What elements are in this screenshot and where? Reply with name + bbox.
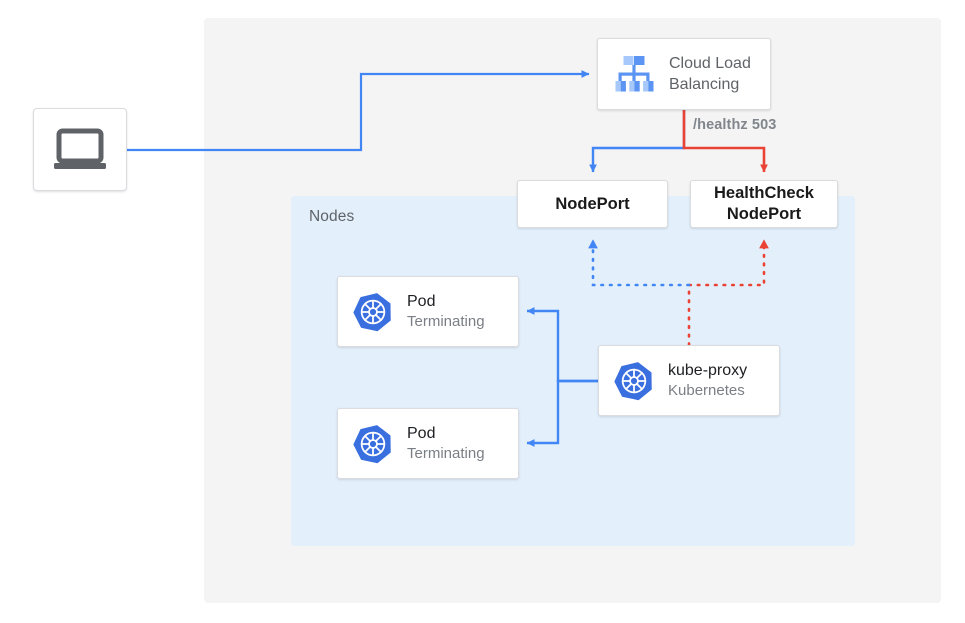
- cloud-load-balancing-label-line1: Cloud Load: [669, 55, 751, 72]
- laptop-icon: [52, 128, 108, 172]
- kube-proxy-subtitle: Kubernetes: [668, 381, 745, 399]
- cloud-load-balancing-icon: [612, 53, 656, 95]
- healthcheck-nodeport-card: HealthCheck NodePort: [690, 180, 838, 228]
- wire-load-balancer-to-healthcheck-nodeport: [682, 110, 768, 173]
- nodes-panel-label: Nodes: [309, 208, 355, 225]
- pod-card-1: Pod Terminating: [337, 276, 519, 347]
- client-device-card: [33, 108, 127, 191]
- wire-client-to-load-balancer: [127, 70, 590, 152]
- wire-kubeproxy-to-pod-1: [526, 307, 598, 383]
- cloud-load-balancing-label: Cloud Load Balancing: [669, 53, 751, 95]
- pod-card-1-subtitle: Terminating: [407, 312, 485, 330]
- kubernetes-icon: [352, 291, 394, 333]
- wire-kubeproxy-to-healthcheck-nodeport: [687, 238, 769, 347]
- pod-card-2: Pod Terminating: [337, 408, 519, 479]
- kube-proxy-card: kube-proxy Kubernetes: [598, 345, 780, 416]
- pod-card-2-subtitle: Terminating: [407, 444, 485, 462]
- nodeport-label: NodePort: [555, 194, 630, 213]
- pod-card-2-title: Pod: [407, 424, 436, 442]
- healthcheck-nodeport-label-line2: NodePort: [726, 205, 802, 223]
- cloud-load-balancing-card: Cloud Load Balancing: [597, 38, 771, 110]
- kubernetes-icon: [613, 360, 655, 402]
- nodeport-card: NodePort: [517, 180, 668, 228]
- healthz-503-label: /healthz 503: [693, 117, 777, 133]
- wire-kubeproxy-to-pod-2: [526, 379, 598, 447]
- kubernetes-icon: [352, 423, 394, 465]
- healthcheck-nodeport-label-line1: HealthCheck: [714, 184, 814, 202]
- wire-load-balancer-to-nodeport: [589, 110, 686, 173]
- kube-proxy-title: kube-proxy: [668, 361, 748, 379]
- wire-kubeproxy-to-nodeport: [588, 238, 691, 287]
- pod-card-1-title: Pod: [407, 292, 436, 310]
- cloud-load-balancing-label-line2: Balancing: [669, 76, 740, 93]
